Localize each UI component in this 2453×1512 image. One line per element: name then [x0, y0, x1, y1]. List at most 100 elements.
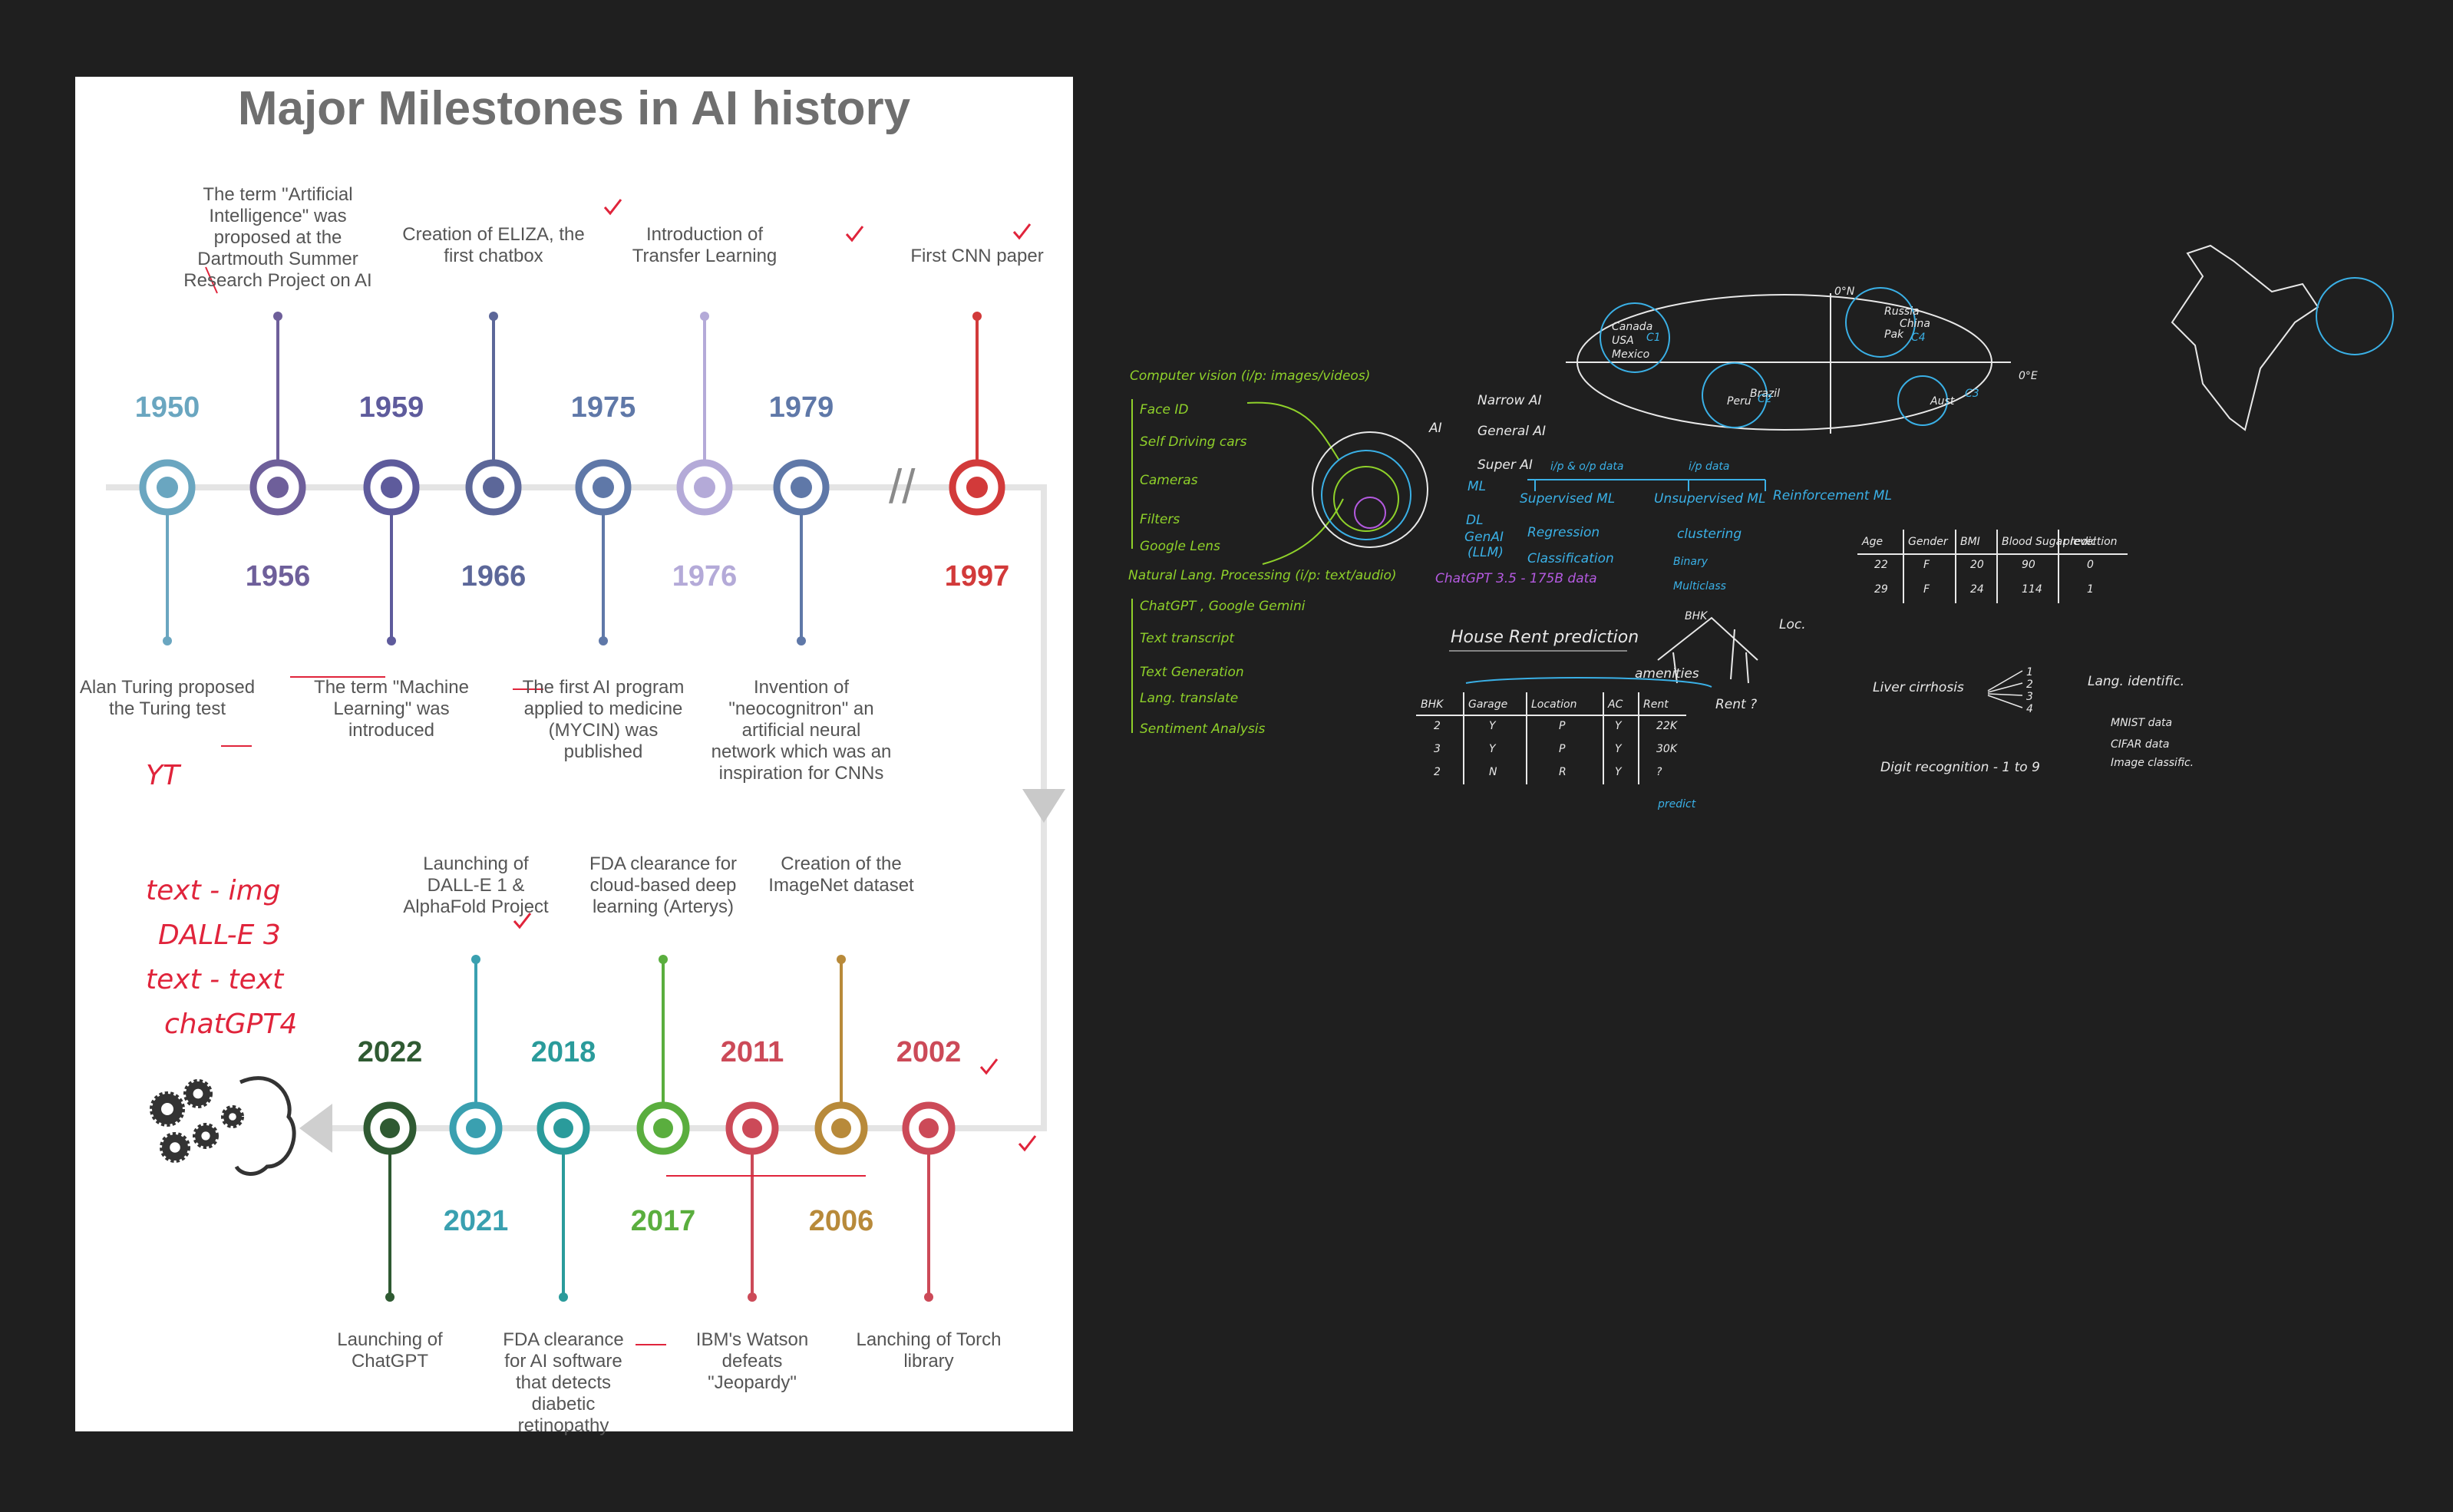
handwritten-note: Natural Lang. Processing (i/p: text/audi…: [1128, 568, 1397, 583]
brain-outline: [234, 1076, 296, 1176]
stem-end-dot: [163, 636, 172, 645]
health-table-header: BMI: [1960, 536, 1980, 548]
handwritten-note: Binary: [1673, 556, 1708, 568]
milestone-node-core: [157, 477, 178, 498]
milestone-node-core: [381, 477, 402, 498]
break-mark: //: [889, 461, 916, 513]
year-label: 1975: [570, 391, 636, 424]
rent-table-cell: P: [1559, 720, 1566, 732]
rent-table-cell: ?: [1656, 766, 1662, 778]
milestone-description: The first AI program applied to medicine…: [522, 677, 685, 762]
infographic-title: Major Milestones in AI history: [237, 82, 911, 135]
check-mark-icon: [603, 199, 622, 216]
stem-end-dot: [659, 955, 668, 964]
handwritten-note: Digit recognition - 1 to 9: [1880, 760, 2040, 775]
cluster-circle: [1702, 362, 1768, 428]
year-label: 2002: [896, 1036, 962, 1068]
handwritten-note: Text transcript: [1140, 631, 1235, 646]
ml-circle: [1321, 450, 1411, 540]
stage-number: 3: [2026, 691, 2033, 703]
milestone-description: Introduction of Transfer Learning: [632, 224, 777, 266]
year-label: 1976: [672, 560, 738, 593]
handwritten-note: Narrow AI: [1477, 393, 1542, 408]
handwritten-note: ChatGPT 3.5 - 175B data: [1435, 571, 1597, 586]
cluster-circle: [1845, 287, 1916, 358]
handwritten-note: AI: [1429, 421, 1442, 436]
map-label: Brazil: [1750, 388, 1781, 400]
year-label: 1966: [461, 560, 527, 593]
milestone-description: Invention of "neocognitron" an artificia…: [711, 677, 892, 784]
stem-end-dot: [700, 312, 709, 321]
milestone-description: FDA clearance for AI software that detec…: [503, 1329, 624, 1436]
rent-table-header: Garage: [1468, 698, 1508, 711]
handwritten-note: MNIST data: [2111, 717, 2173, 729]
handwritten-heading: House Rent prediction: [1451, 628, 1639, 647]
stem-end-dot: [797, 636, 806, 645]
health-table-cell: 20: [1970, 559, 1984, 571]
handwritten-note: Regression: [1527, 525, 1600, 540]
rent-table-header: Location: [1531, 698, 1577, 711]
handwritten-note: BHK: [1685, 610, 1708, 622]
year-label: 1956: [245, 560, 311, 593]
health-table-cell: 90: [2022, 559, 2035, 571]
year-label: 2018: [530, 1036, 596, 1068]
milestone-node-core: [742, 1118, 762, 1138]
handwritten-note: Cameras: [1140, 473, 1198, 488]
cluster-label: C4: [1911, 332, 1926, 344]
handwritten-annotation: text - img: [146, 875, 281, 906]
handwritten-note: Face ID: [1140, 402, 1189, 418]
rent-table-cell: Y: [1615, 766, 1622, 778]
handwritten-note: Sentiment Analysis: [1140, 721, 1266, 737]
health-table-cell: F: [1923, 559, 1930, 571]
handwritten-note: Loc.: [1779, 617, 1806, 632]
handwritten-note: Classification: [1527, 551, 1614, 566]
map-label: Pak: [1884, 328, 1904, 341]
milestone-description: Alan Turing proposed the Turing test: [79, 677, 256, 719]
handwritten-note: Multiclass: [1673, 580, 1726, 593]
stage-number: 2: [2026, 678, 2033, 691]
year-label: 1997: [944, 560, 1010, 593]
rent-table-header: BHK: [1421, 698, 1444, 711]
handwritten-note: Unsupervised ML: [1654, 491, 1766, 507]
handwritten-note: ChatGPT , Google Gemini: [1140, 599, 1306, 614]
check-mark-icon: [979, 1058, 999, 1075]
handwritten-note: Super AI: [1477, 457, 1533, 473]
left-arrow-icon: [299, 1104, 332, 1153]
rent-table-cell: 3: [1434, 743, 1441, 755]
milestone-description: The term "Artificial Intelligence" was p…: [183, 184, 372, 291]
milestone-description: The term "Machine Learning" was introduc…: [314, 677, 469, 741]
year-label: 2022: [357, 1036, 423, 1068]
rent-table-cell: P: [1559, 743, 1566, 755]
milestone-node-core: [791, 477, 812, 498]
cluster-label: C1: [1646, 332, 1661, 344]
rent-table-cell: Y: [1615, 743, 1622, 755]
rent-table-cell: N: [1489, 766, 1497, 778]
handwritten-note: i/p & o/p data: [1550, 461, 1624, 473]
gear-hole: [229, 1113, 236, 1121]
handwritten-note: Rent ?: [1715, 697, 1758, 712]
handwritten-note: CIFAR data: [2111, 738, 2170, 751]
milestone-node-core: [919, 1118, 939, 1138]
map-label: Canada: [1612, 321, 1653, 333]
health-table-cell: 22: [1874, 559, 1888, 571]
check-mark-icon: [513, 913, 532, 929]
milestone-node-core: [466, 1118, 486, 1138]
branch-lines: [1987, 670, 2023, 708]
whiteboard-drawings: [1131, 244, 2394, 784]
handwritten-note: Lang. translate: [1140, 691, 1239, 706]
handwritten-note: Lang. identific.: [2088, 674, 2185, 689]
rent-table-cell: 2: [1434, 720, 1441, 732]
handwritten-note: ML: [1468, 479, 1487, 494]
year-label: 2011: [720, 1036, 784, 1068]
stem-end-dot: [559, 1292, 568, 1302]
milestone-node-core: [553, 1118, 573, 1138]
stem-end-dot: [385, 1292, 395, 1302]
handwritten-note: (LLM): [1468, 545, 1504, 560]
ml-types-branch: [1527, 479, 1766, 491]
year-label: 1979: [768, 391, 834, 424]
milestone-description: Creation of ELIZA, the first chatbox: [402, 224, 585, 266]
arrow-line: [1246, 401, 1344, 565]
milestone-description: Launching of ChatGPT: [337, 1329, 443, 1372]
cluster-label: C2: [1758, 393, 1772, 405]
